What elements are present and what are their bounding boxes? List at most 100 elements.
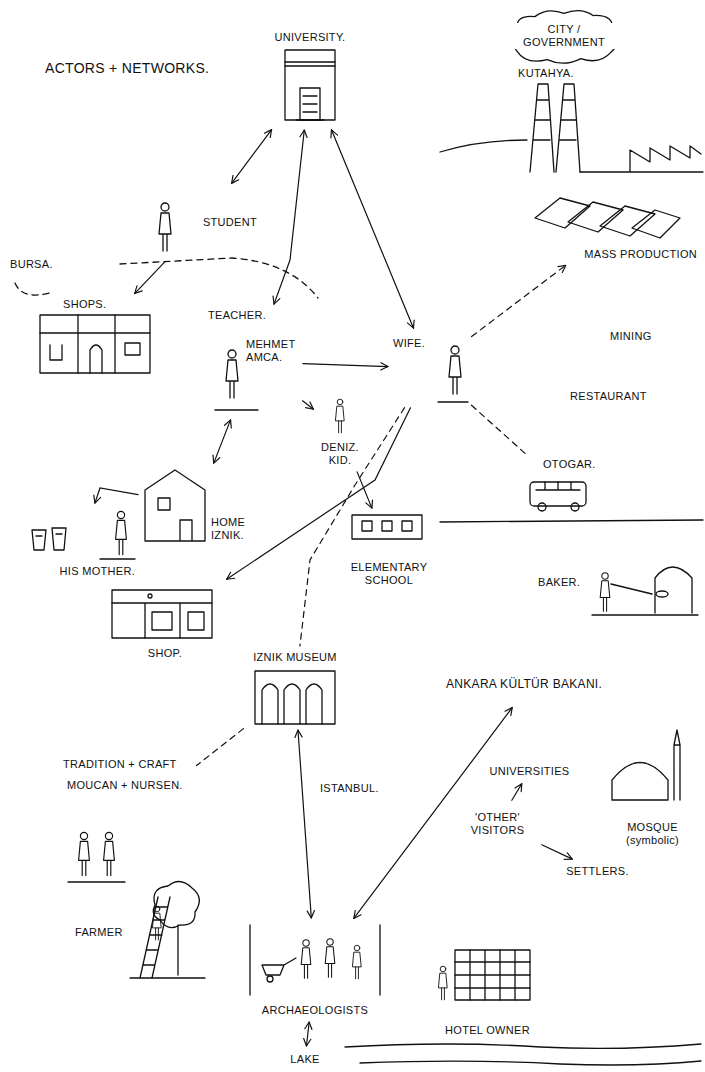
dashed-connector: [300, 408, 405, 646]
connector-arrow: [298, 730, 311, 918]
shops-building: [40, 315, 150, 373]
mass-production-slabs: [632, 210, 680, 238]
shop-building: [112, 590, 212, 638]
mosque-sketch: [612, 730, 680, 800]
school-building: [352, 515, 422, 539]
tree-ladder: [140, 897, 178, 978]
mass-production-slabs: [535, 198, 590, 228]
actor-node: HOTEL OWNER: [425, 945, 550, 1040]
place-label: MINING: [610, 330, 652, 343]
actor-node: CITY / GOVERNMENT: [508, 8, 620, 64]
place-label: RESTAURANT: [570, 390, 647, 403]
museum-building: [255, 671, 335, 724]
actor-node: SHOPS.: [35, 295, 155, 375]
connector-arrow: [306, 1022, 309, 1046]
node-text: HOME IZNIK.: [211, 516, 252, 542]
actor-node: OTOGAR.: [520, 455, 605, 519]
hotel-building: [455, 950, 530, 1000]
bakery-oven: [611, 567, 692, 613]
actor-node: DENIZ. KID.: [315, 390, 365, 470]
actor-node: ARCHAEOLOGISTS: [245, 920, 385, 1020]
place-label: BURSA.: [10, 258, 53, 271]
cups-sketch: [32, 528, 66, 550]
actor-node: SHOP.: [105, 578, 225, 663]
node-text: LAKE: [290, 1053, 319, 1066]
node-text: ARCHAEOLOGISTS: [262, 1004, 368, 1017]
person-figures: [104, 832, 115, 875]
node-text: SHOP.: [148, 647, 182, 660]
connector-arrow: [303, 401, 314, 409]
factory-sketch: [440, 84, 703, 172]
factory-sketch: [440, 140, 527, 152]
actor-node: TRADITION + CRAFTMOUCAN + NURSEN.: [60, 755, 195, 885]
node-text: WIFE.: [393, 337, 425, 350]
university-building: [285, 50, 335, 120]
actor-node: UNIVERSITY.: [270, 28, 350, 128]
actor-node: HOME IZNIK.: [140, 465, 255, 545]
person-figures: [79, 203, 610, 1000]
connector-arrow: [227, 408, 411, 579]
mass-production-slabs: [600, 206, 655, 236]
university-building: [300, 88, 320, 120]
node-text: STUDENT: [203, 216, 257, 229]
excavation-sketch: [267, 976, 273, 982]
actor-node: STUDENT: [145, 185, 260, 260]
shop-building: [148, 594, 152, 598]
bus-sketch: [530, 482, 586, 511]
place-label: ISTANBUL.: [320, 782, 379, 795]
museum-building: [262, 684, 322, 724]
house-sketch: [145, 470, 205, 541]
lake-shore: [360, 1061, 701, 1065]
mass-production-slabs: [568, 202, 623, 232]
connector-arrow: [331, 130, 413, 328]
actor-node: KUTAHYA.: [515, 64, 635, 176]
actor-node: LAKE: [280, 1048, 330, 1070]
connector-arrow: [542, 845, 572, 859]
connector-arrow: [95, 488, 138, 503]
mass-production-slabs: [535, 198, 680, 238]
person-figures: [116, 511, 127, 554]
node-text: TEACHER.: [208, 309, 266, 322]
node-text: MOSQUE (symbolic): [608, 821, 697, 847]
cups-sketch: [32, 528, 66, 550]
museum-building: [255, 671, 335, 724]
actor-node: HIS MOTHER.: [25, 505, 138, 581]
lake-shore: [345, 1044, 701, 1048]
actor-node: UNIVERSITIES: [485, 760, 574, 782]
person-figures: [336, 399, 344, 433]
actor-node: FARMER: [70, 885, 210, 980]
actor-node: MOSQUE (symbolic): [605, 728, 700, 850]
actor-node: BAKER.: [535, 548, 700, 616]
node-text: HOTEL OWNER: [445, 1024, 530, 1037]
node-text: KUTAHYA.: [518, 67, 574, 80]
factory-sketch: [580, 146, 703, 172]
actor-node: SETTLERS.: [560, 860, 635, 882]
actor-node: IZNIK MUSEUM: [245, 648, 345, 728]
ground-lines: [68, 402, 703, 978]
bus-sketch: [571, 503, 579, 511]
node-text: ANKARA KÜLTÜR BAKANI.: [446, 677, 602, 691]
bakery-oven: [656, 591, 668, 597]
person-figures: [439, 966, 447, 1000]
bursa-dashes: [15, 258, 318, 298]
connector-arrow: [214, 420, 231, 463]
shop-building: [112, 590, 212, 638]
person-figures: [353, 945, 361, 979]
node-text: FARMER: [75, 926, 123, 939]
hotel-building: [455, 950, 530, 1000]
house-sketch: [145, 470, 205, 541]
node-text: HIS MOTHER.: [60, 565, 135, 578]
actor-node: MASS PRODUCTION: [530, 192, 700, 264]
node-text: MASS PRODUCTION: [584, 248, 697, 261]
shop-building: [112, 603, 212, 638]
node-text: TRADITION + CRAFT: [63, 758, 177, 771]
bus-sketch: [530, 482, 586, 506]
sketch-strokes: [15, 50, 703, 1065]
excavation-sketch: [250, 925, 380, 995]
actor-node: WIFE.: [390, 330, 470, 406]
node-text: DENIZ. KID.: [318, 441, 362, 467]
university-building: [285, 62, 335, 120]
